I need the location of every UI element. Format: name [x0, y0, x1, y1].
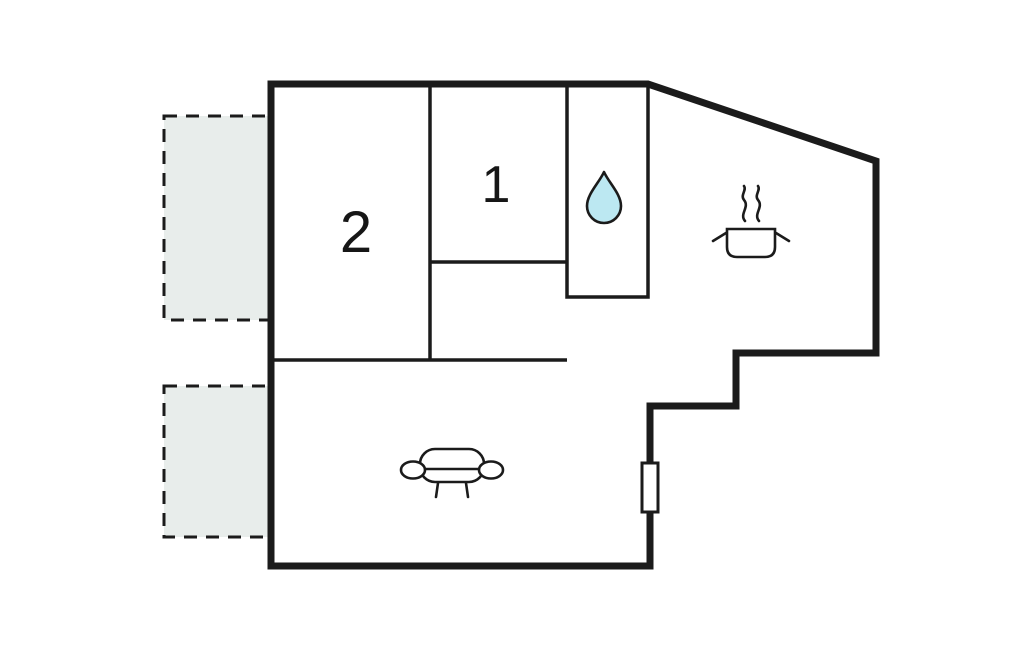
sofa-armrest-right: [477, 460, 505, 480]
sofa-armrest-left: [399, 460, 427, 480]
sofa-body: [418, 447, 486, 484]
sofa-icon: [399, 447, 505, 499]
window-marker: [640, 461, 660, 514]
pot-body: [725, 227, 777, 259]
steam-line-right: [755, 184, 762, 223]
sofa-leg-right: [464, 481, 470, 499]
room-1-label: 1: [482, 156, 511, 214]
terrace-area-bottom: [162, 384, 272, 539]
room-2-label: 2: [340, 200, 372, 265]
pot-handle-right: [774, 231, 791, 243]
steam-line-left: [741, 184, 748, 223]
interior-wall-bathroom: [565, 84, 650, 299]
cooking-pot-icon: [711, 184, 791, 259]
pot-handle-left: [711, 231, 728, 243]
sofa-leg-left: [434, 481, 440, 499]
water-drop-icon: [585, 170, 623, 225]
terrace-area-top: [162, 114, 272, 322]
outer-wall: [267, 80, 880, 570]
